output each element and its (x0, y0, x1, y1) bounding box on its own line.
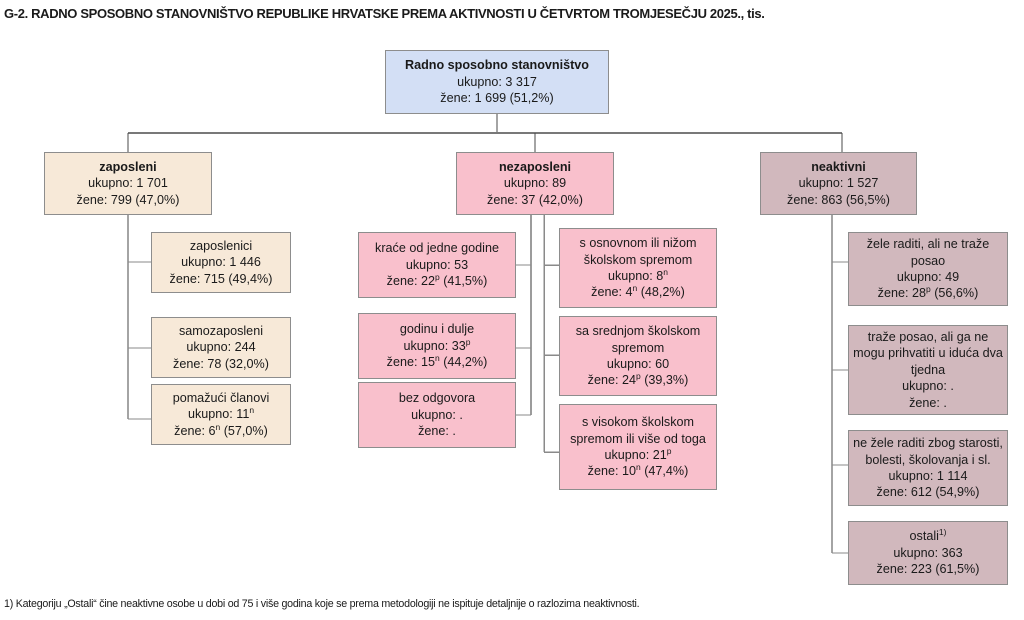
node-bez-odgovora-name: bez odgovora (398, 391, 476, 406)
node-godinu-i-dulje[interactable]: godinu i dulje ukupno: 33p žene: 15n (44… (358, 313, 516, 379)
node-nezaposleni-total: ukupno: 89 (503, 176, 567, 191)
sup-marker: n (663, 266, 669, 277)
node-samozaposleni-name: samozaposleni (178, 323, 263, 338)
sup-marker: p (635, 371, 641, 382)
node-root-total: ukupno: 3 317 (457, 74, 537, 89)
node-srednja-total: ukupno: 60 (606, 357, 670, 371)
sup-marker: n (249, 405, 255, 416)
sup-marker: n (632, 283, 638, 294)
node-neaktivni-name: neaktivni (811, 159, 866, 174)
node-zaposlenici-name: zaposlenici (189, 238, 253, 253)
node-ostali-total: ukupno: 363 (893, 545, 963, 560)
sup-marker: n (215, 421, 221, 432)
node-nezaposleni-name: nezaposleni (498, 159, 572, 174)
node-osnovna-skola[interactable]: s osnovnom ili nižom školskom spremom uk… (559, 228, 717, 308)
footnote-text: 1) Kategoriju „Ostali“ čine neaktivne os… (4, 598, 640, 610)
node-zaposleni-total: ukupno: 1 701 (88, 176, 168, 191)
sup-marker: n (635, 462, 641, 473)
node-samozaposleni-women: žene: 78 (32,0%) (173, 356, 269, 371)
node-bez-odgovora[interactable]: bez odgovora ukupno: . žene: . (358, 382, 516, 448)
node-krace-women: žene: 22p (41,5%) (386, 272, 488, 289)
node-ne-zele-raditi-women: žene: 612 (54,9%) (876, 485, 980, 500)
node-visoka-skola[interactable]: s visokom školskom spremom ili više od t… (559, 404, 717, 490)
node-osnovna-total: ukupno: 8n (607, 266, 669, 283)
node-godinu-name: godinu i dulje (399, 322, 475, 337)
sup-marker: p (434, 272, 440, 283)
node-zele-raditi-name: žele raditi, ali ne traže posao (866, 237, 990, 268)
node-zaposleni-name: zaposleni (99, 159, 157, 174)
node-godinu-total: ukupno: 33p (403, 336, 471, 353)
node-zaposleni[interactable]: zaposleni ukupno: 1 701 žene: 799 (47,0%… (44, 152, 212, 215)
node-bez-odgovora-women: žene: . (418, 424, 456, 439)
node-traze-posao-name: traže posao, ali ga ne mogu prihvatiti u… (853, 329, 1003, 377)
node-zele-raditi-women: žene: 28p (56,6%) (877, 284, 979, 301)
node-neaktivni-women: žene: 863 (56,5%) (787, 192, 890, 207)
sup-marker: p (925, 284, 931, 295)
node-nezaposleni-women: žene: 37 (42,0%) (487, 192, 583, 207)
node-srednja-skola[interactable]: sa srednjom školskom spremom ukupno: 60 … (559, 316, 717, 396)
node-ne-zele-raditi[interactable]: ne žele raditi zbog starosti, bolesti, š… (848, 430, 1008, 506)
node-godinu-women: žene: 15n (44,2%) (386, 353, 488, 370)
node-traze-posao[interactable]: traže posao, ali ga ne mogu prihvatiti u… (848, 325, 1008, 415)
sup-marker: p (666, 445, 672, 456)
node-osnovna-name: s osnovnom ili nižom školskom spremom (579, 236, 697, 267)
node-visoka-total: ukupno: 21p (604, 445, 672, 462)
node-pomazuci-clanovi[interactable]: pomažući članovi ukupno: 11n žene: 6n (5… (151, 384, 291, 445)
footnote-marker: 1) (938, 527, 947, 538)
node-krace-name: kraće od jedne godine (375, 241, 499, 256)
node-root-women: žene: 1 699 (51,2%) (440, 91, 554, 106)
node-root-name: Radno sposobno stanovništvo (404, 58, 590, 73)
node-pomazuci-name: pomažući članovi (172, 390, 270, 405)
node-zele-raditi[interactable]: žele raditi, ali ne traže posao ukupno: … (848, 232, 1008, 306)
node-traze-posao-women: žene: . (909, 395, 947, 410)
node-zaposlenici-women: žene: 715 (49,4%) (169, 271, 273, 286)
node-osnovna-women: žene: 4n (48,2%) (591, 283, 685, 300)
sup-marker: p (465, 336, 471, 347)
node-neaktivni[interactable]: neaktivni ukupno: 1 527 žene: 863 (56,5%… (760, 152, 917, 215)
node-samozaposleni-total: ukupno: 244 (186, 340, 256, 355)
page-title: G-2. RADNO SPOSOBNO STANOVNIŠTVO REPUBLI… (4, 6, 765, 21)
node-zaposlenici[interactable]: zaposlenici ukupno: 1 446 žene: 715 (49,… (151, 232, 291, 293)
node-traze-posao-total: ukupno: . (902, 379, 954, 394)
node-nezaposleni[interactable]: nezaposleni ukupno: 89 žene: 37 (42,0%) (456, 152, 614, 215)
node-pomazuci-total: ukupno: 11n (187, 405, 255, 422)
node-ostali-women: žene: 223 (61,5%) (876, 562, 980, 577)
node-ne-zele-raditi-total: ukupno: 1 114 (888, 469, 968, 483)
node-srednja-name: sa srednjom školskom spremom (575, 324, 701, 355)
node-visoka-women: žene: 10n (47,4%) (587, 462, 689, 479)
node-visoka-name: s visokom školskom spremom ili više od t… (570, 415, 706, 446)
node-srednja-women: žene: 24p (39,3%) (587, 371, 689, 388)
node-pomazuci-women: žene: 6n (57,0%) (174, 421, 268, 438)
node-zaposlenici-total: ukupno: 1 446 (181, 255, 261, 270)
node-krace-od-godine[interactable]: kraće od jedne godine ukupno: 53 žene: 2… (358, 232, 516, 298)
node-krace-total: ukupno: 53 (405, 257, 469, 272)
sup-marker: n (434, 353, 440, 364)
node-neaktivni-total: ukupno: 1 527 (798, 176, 879, 191)
node-zaposleni-women: žene: 799 (47,0%) (76, 192, 180, 207)
node-samozaposleni[interactable]: samozaposleni ukupno: 244 žene: 78 (32,0… (151, 317, 291, 378)
node-root[interactable]: Radno sposobno stanovništvo ukupno: 3 31… (385, 50, 609, 114)
node-ostali[interactable]: ostali1) ukupno: 363 žene: 223 (61,5%) (848, 521, 1008, 585)
node-ne-zele-raditi-name: ne žele raditi zbog starosti, bolesti, š… (853, 436, 1003, 467)
node-ostali-name: ostali1) (909, 527, 947, 544)
node-bez-odgovora-total: ukupno: . (411, 407, 463, 422)
node-zele-raditi-total: ukupno: 49 (896, 270, 960, 284)
